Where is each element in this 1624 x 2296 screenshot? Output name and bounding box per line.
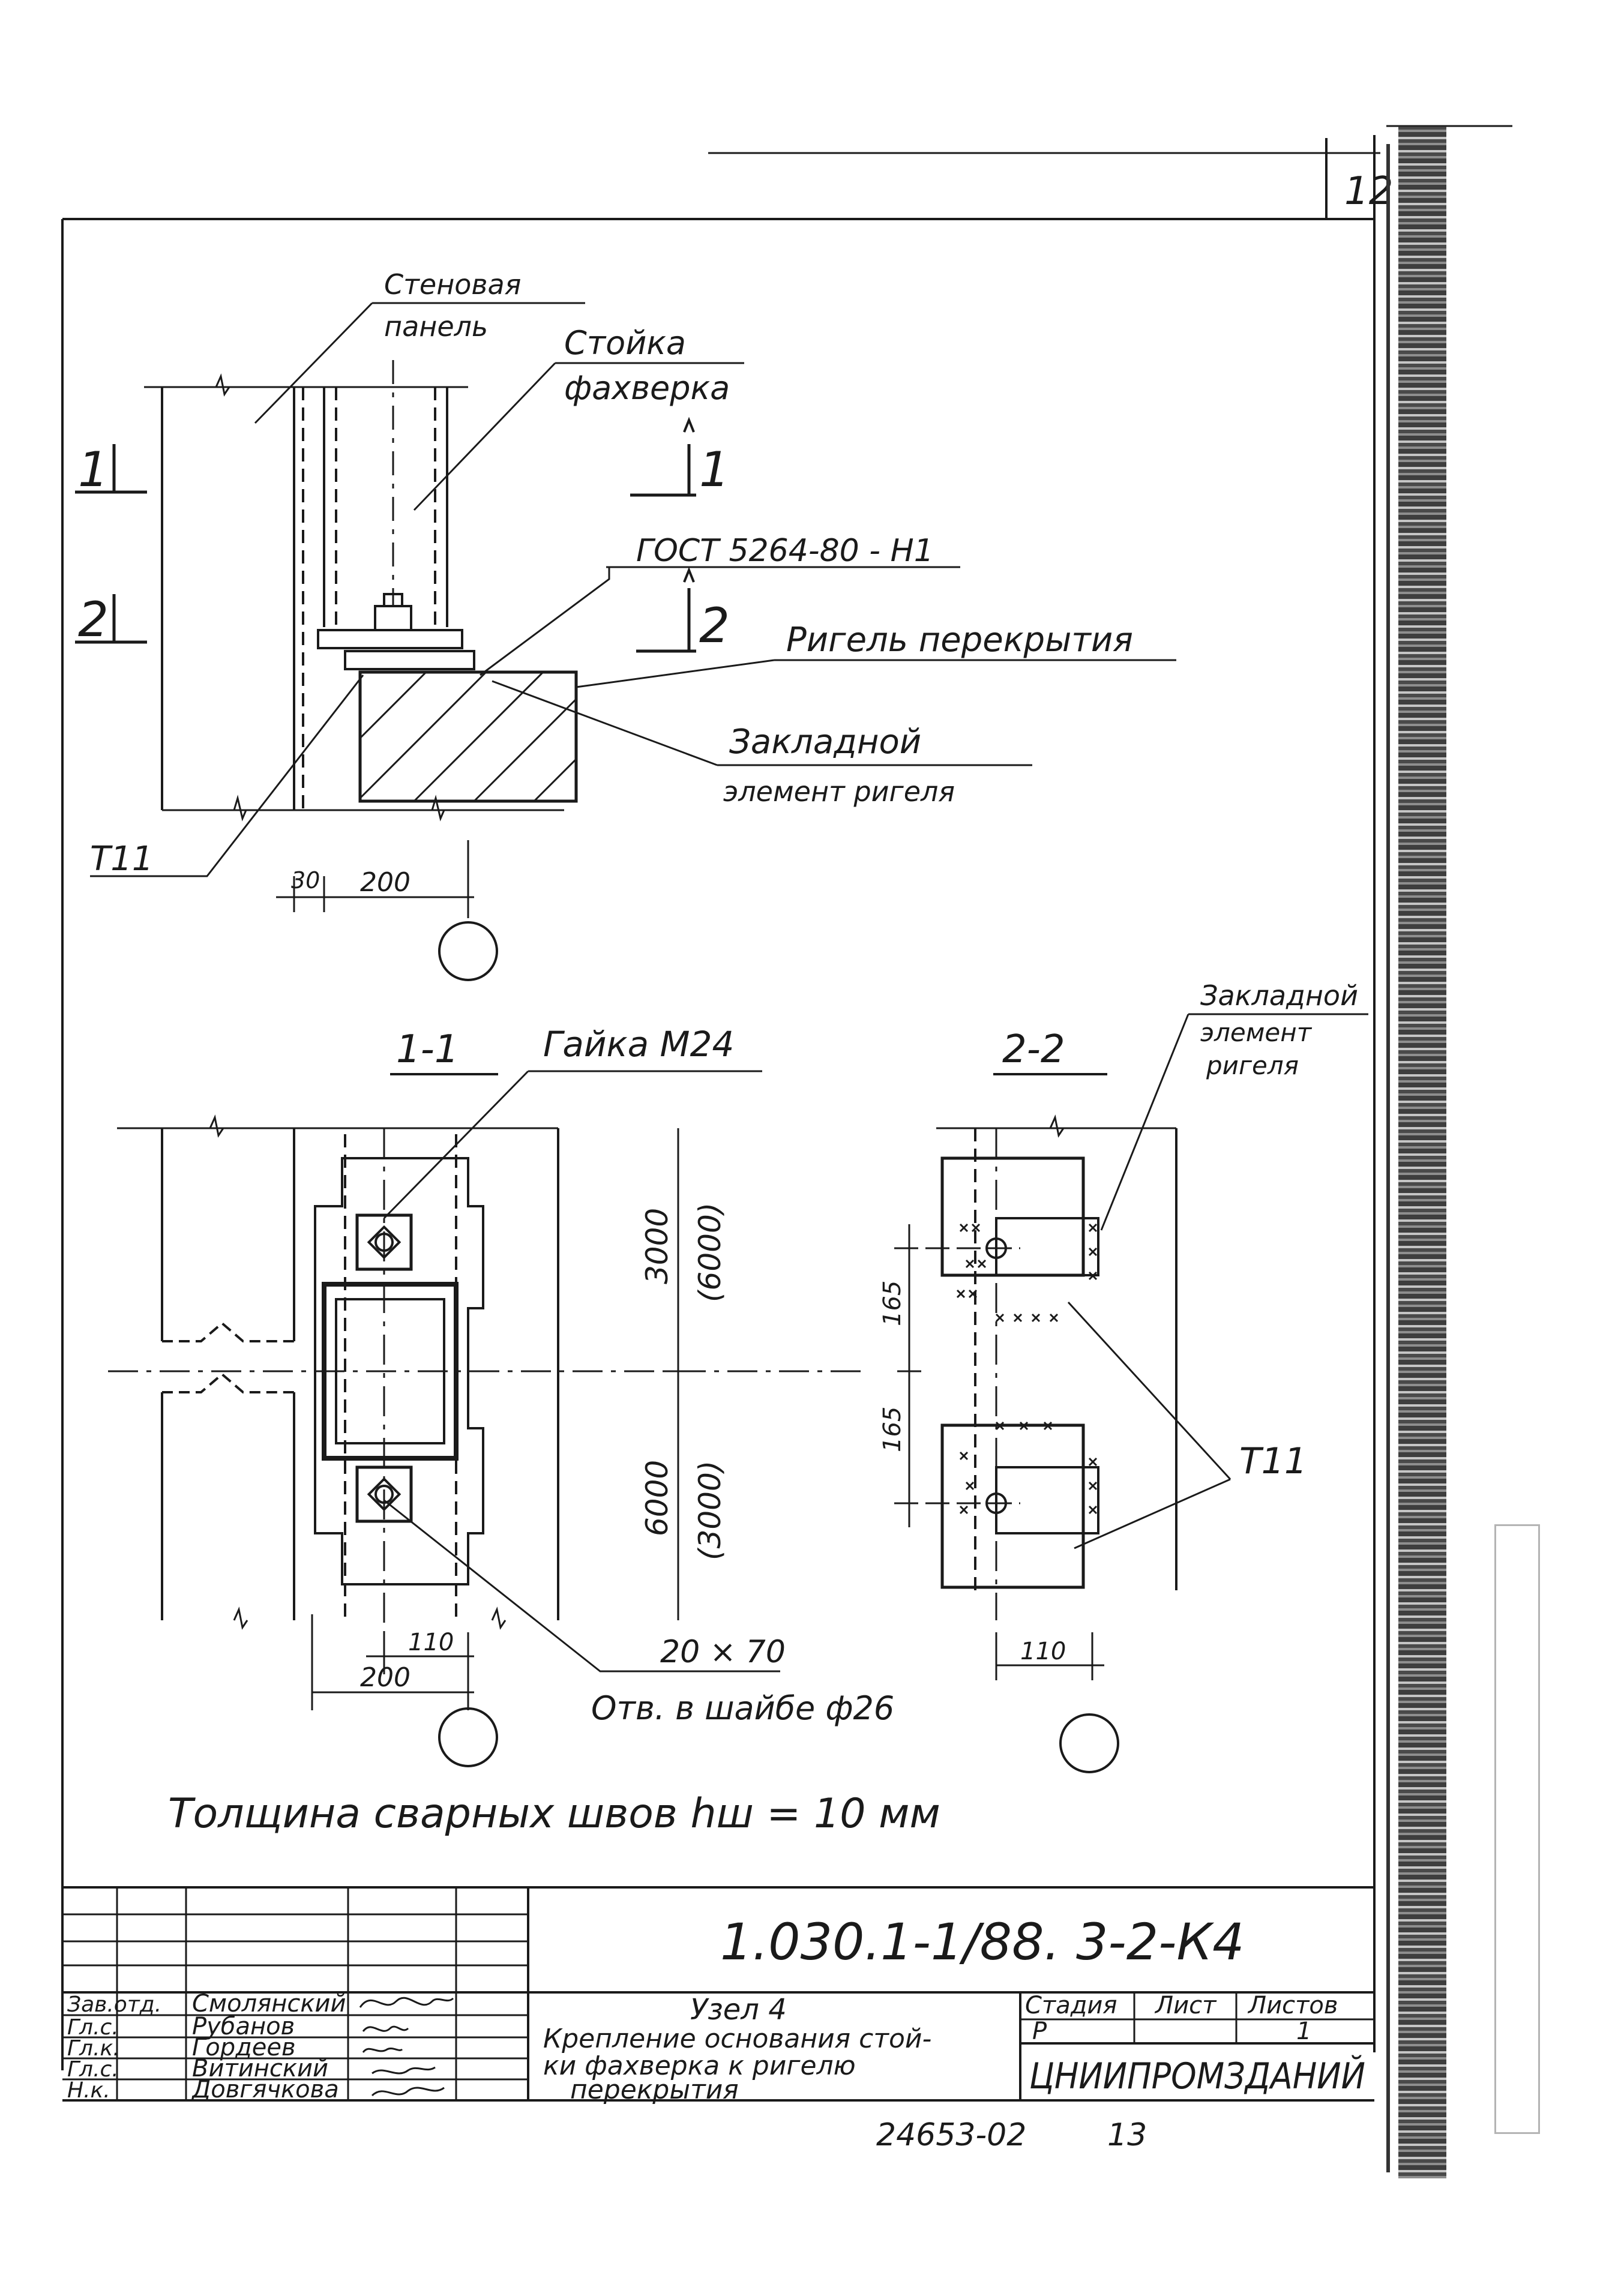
stage-value: Р bbox=[1032, 2018, 1047, 2045]
dim-110-s2: 110 bbox=[1020, 1638, 1066, 1665]
axis-bubble-s1 bbox=[438, 1707, 498, 1767]
axis-bubble-top bbox=[438, 921, 498, 981]
side-stamp bbox=[1494, 1524, 1540, 2134]
staff-name: Витинский bbox=[192, 2055, 328, 2082]
staff-role: Н.к. bbox=[67, 2078, 110, 2103]
sheet-header: Лист bbox=[1154, 1992, 1217, 2019]
stage-header: Стадия bbox=[1025, 1992, 1117, 2019]
washer-size: 20 × 70 bbox=[660, 1634, 786, 1670]
top-view: 1 2 1 2 Стеновая панель Стойка фахверка … bbox=[75, 268, 1176, 981]
section1-mark-right: 1 bbox=[699, 442, 730, 497]
embed-label-2: элемент ригеля bbox=[723, 775, 955, 808]
sheets-header: Листов bbox=[1247, 1992, 1338, 2019]
node-description-3: перекрытия bbox=[570, 2075, 739, 2105]
embed-label-2-2-3: ригеля bbox=[1206, 1051, 1299, 1080]
dim-3000-paren: (3000) bbox=[693, 1461, 727, 1560]
beam-label: Ригель перекрытия bbox=[786, 621, 1133, 660]
embed-label-2-2-1: Закладной bbox=[1200, 979, 1358, 1012]
column-label-2: фахверка bbox=[564, 369, 730, 407]
staff-name: Рубанов bbox=[192, 2013, 295, 2040]
section2-mark-right: 2 bbox=[699, 598, 730, 654]
organization: ЦНИИПРОМЗДАНИЙ bbox=[1029, 2055, 1365, 2097]
wall-panel-label-1: Стеновая bbox=[384, 268, 521, 301]
embed-label-1: Закладной bbox=[729, 723, 921, 762]
weld-standard-label: ГОСТ 5264-80 - Н1 bbox=[636, 533, 934, 569]
section-1-1-title: 1-1 bbox=[396, 1027, 459, 1072]
node-title: Узел 4 bbox=[690, 1993, 787, 2027]
section-2-2-title: 2-2 bbox=[1002, 1027, 1065, 1072]
sheet-number: 12 bbox=[1344, 169, 1393, 214]
staff-role: Гл.с. bbox=[67, 2057, 119, 2082]
staff-name: Довгячкова bbox=[191, 2076, 339, 2103]
weld-note: Толщина сварных швов hш = 10 мм bbox=[168, 1790, 940, 1838]
staff-name: Смолянский bbox=[192, 1990, 346, 2018]
column-label-1: Стойка bbox=[564, 324, 686, 362]
section2-mark-left: 2 bbox=[78, 592, 109, 648]
sheets-value: 1 bbox=[1296, 2018, 1311, 2045]
washer-hole: Отв. в шайбе ф26 bbox=[591, 1689, 894, 1727]
node-description-1: Крепление основания стой- bbox=[543, 2024, 931, 2054]
dim-165-bottom: 165 bbox=[879, 1407, 906, 1452]
staff-list: Зав.отд. Смолянский Гл.с. Рубанов Гл.к. … bbox=[67, 1990, 346, 2103]
signatures bbox=[359, 1997, 454, 2097]
sheet-frame bbox=[61, 125, 1512, 2070]
weld-crosses bbox=[956, 1223, 1098, 1515]
staff-role: Зав.отд. bbox=[67, 1992, 161, 2017]
binding-strip-edge bbox=[1386, 144, 1390, 2172]
wall-panel-label-2: панель bbox=[384, 310, 488, 343]
weld-code-top: Т11 bbox=[90, 840, 153, 879]
nut-label: Гайка М24 bbox=[543, 1024, 734, 1065]
dim-3000: 3000 bbox=[640, 1208, 675, 1284]
staff-role: Гл.с. bbox=[67, 2015, 119, 2040]
dim-165-top: 165 bbox=[879, 1281, 906, 1326]
axis-bubble-s2 bbox=[1059, 1713, 1119, 1773]
designation: 1.030.1-1/88. 3-2-К4 bbox=[720, 1913, 1245, 1971]
staff-role: Гл.к. bbox=[67, 2036, 120, 2061]
dim-110-s1: 110 bbox=[408, 1629, 454, 1656]
section-1-1: 1-1 Гайка М24 bbox=[108, 1024, 894, 1767]
dim-200-top: 200 bbox=[360, 867, 411, 898]
dim-6000: 6000 bbox=[640, 1460, 675, 1536]
archive-number: 24653-02 bbox=[876, 2117, 1026, 2153]
page-number: 13 bbox=[1107, 2117, 1147, 2153]
binding-strip bbox=[1398, 126, 1446, 2178]
weld-code-2-2: Т11 bbox=[1239, 1440, 1307, 1482]
section-2-2: 2-2 Закладной элемент ригеля bbox=[879, 979, 1368, 1773]
dim-30: 30 bbox=[291, 867, 320, 894]
title-block bbox=[62, 1886, 1374, 2102]
section1-mark-left: 1 bbox=[78, 442, 109, 497]
dim-200-s1: 200 bbox=[360, 1662, 411, 1693]
dim-6000-paren: (6000) bbox=[693, 1203, 727, 1302]
embed-label-2-2-2: элемент bbox=[1200, 1018, 1313, 1047]
beam-hatch bbox=[359, 671, 577, 802]
staff-name: Гордеев bbox=[192, 2034, 296, 2061]
node-description-2: ки фахверка к ригелю bbox=[543, 2051, 856, 2081]
